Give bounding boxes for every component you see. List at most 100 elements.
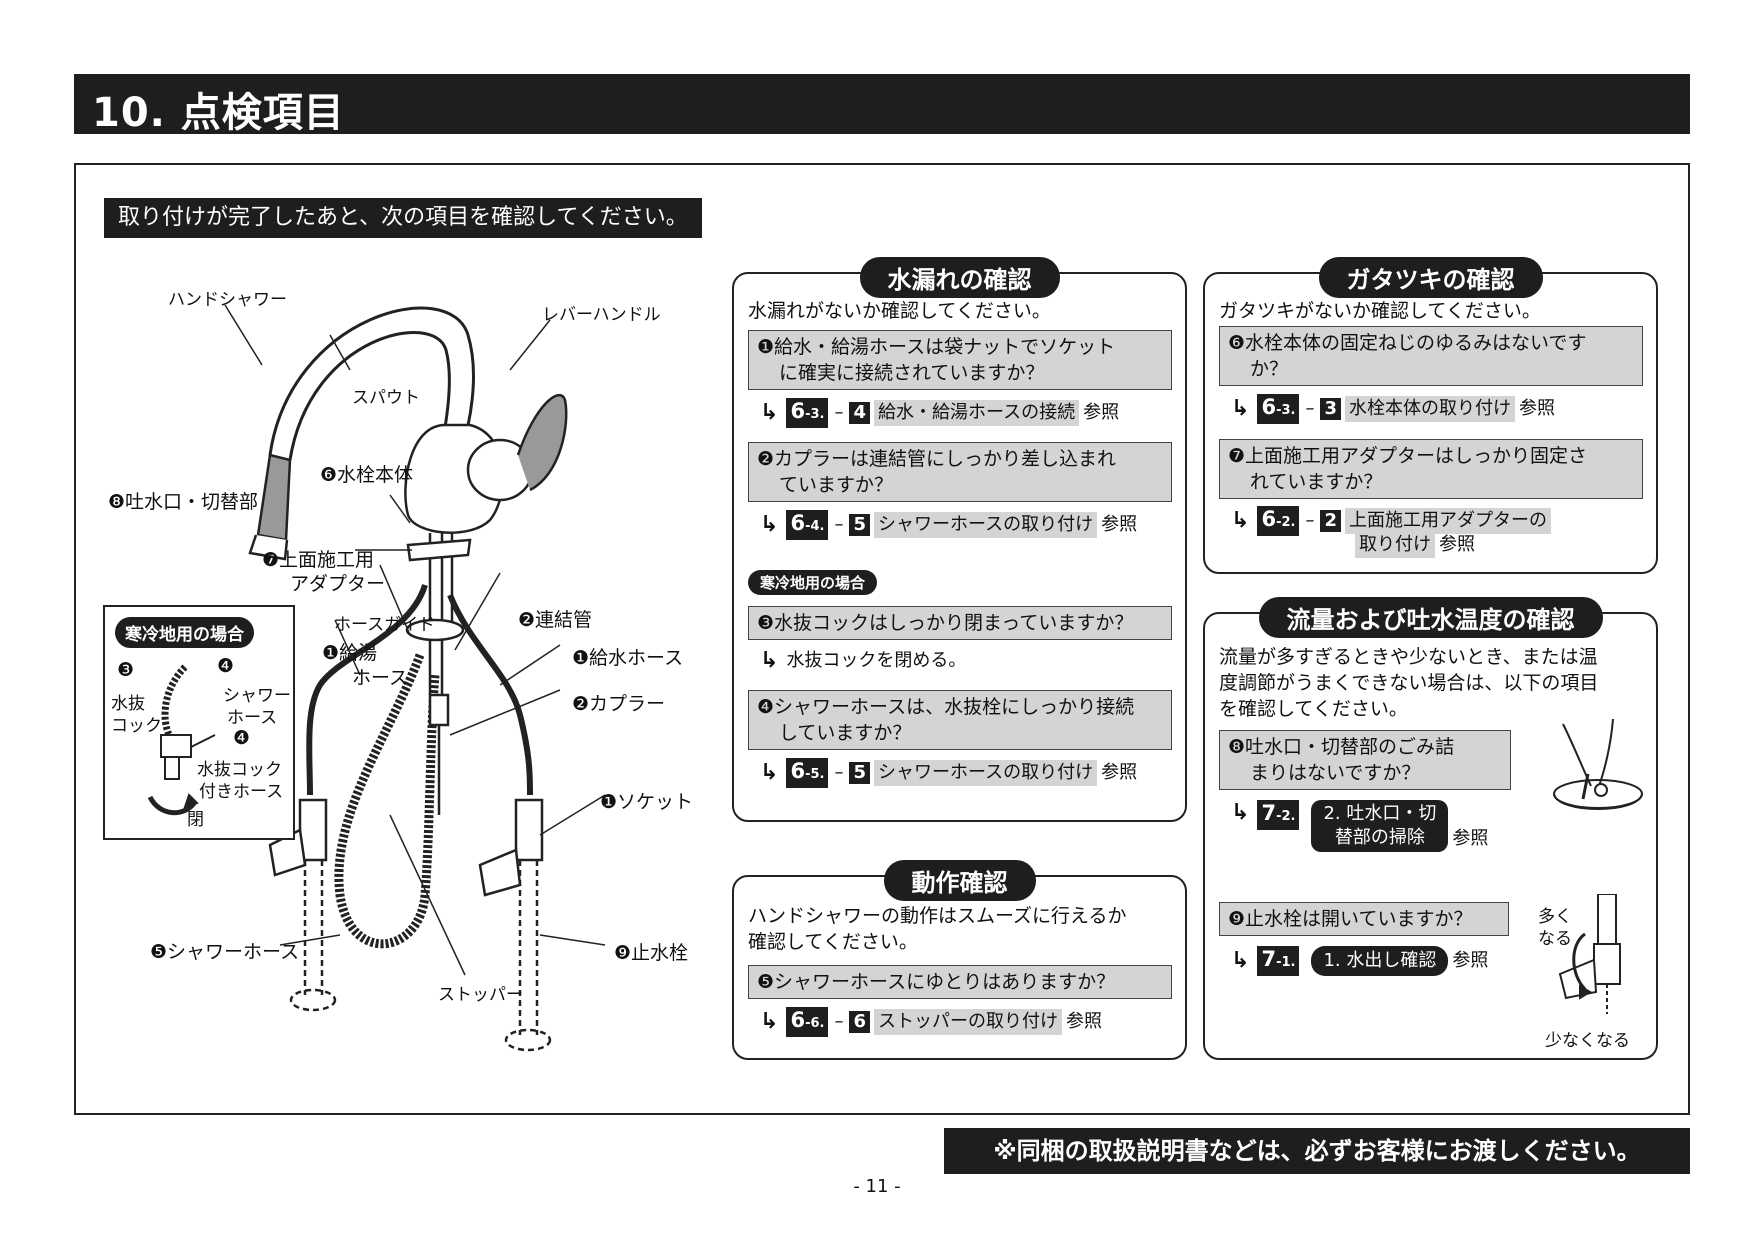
step-number-badge: 3 — [1320, 398, 1341, 420]
cold-region-box: 寒冷地用の場合 ❸ ❹ 水抜 コック シャワー ホース ❹ 水抜コック 付きホー… — [103, 605, 295, 840]
operation-intro-line2: 確認してください。 — [748, 931, 918, 953]
ref-arrow-icon: ↳ — [760, 760, 779, 785]
operation-intro-line1: ハンドシャワーの動作はスムーズに行えるか — [748, 905, 1127, 927]
ref-see: 参照 — [1065, 1011, 1102, 1032]
ref-text: 給水・給湯ホースの接続 — [873, 400, 1080, 426]
leak-ref-2: ↳ 6-4. – 5 シャワーホースの取り付け 参照 — [760, 510, 1137, 540]
ref-text: 上面施工用アダプターの — [1344, 508, 1551, 534]
section-badge: 7-1. — [1257, 946, 1300, 976]
cold-shower-hose-line1: シャワー — [223, 686, 291, 706]
rattle-check-panel: ガタツキの確認 ガタツキがないか確認してください。 ❻水栓本体の固定ねじのゆるみ… — [1203, 257, 1658, 574]
leak-question-4: ❹シャワーホースは、水抜栓にしっかり接続 していますか？ — [748, 690, 1172, 750]
stop-valve-illustration — [1558, 894, 1621, 1014]
section-badge: 6-2. — [1257, 506, 1300, 536]
label-hand-shower: ハンドシャワー — [168, 290, 287, 310]
rattle-intro: ガタツキがないか確認してください。 — [1219, 300, 1541, 322]
rattle-ref-7-line2: 取り付け 参照 — [1355, 532, 1475, 558]
step-number-badge: 5 — [849, 762, 870, 784]
rattle-check-title: ガタツキの確認 — [1318, 257, 1543, 298]
flow-question-8: ❽吐水口・切替部のごみ詰 まりはないですか？ — [1219, 730, 1511, 790]
ref-arrow-icon: ↳ — [760, 1009, 779, 1034]
cold-region-illustration — [147, 664, 216, 816]
cold-num-4a: ❹ — [217, 655, 235, 677]
ref-see: 参照 — [1101, 762, 1138, 783]
cold-cock-hose-line2: 付きホース — [199, 782, 284, 802]
label-lever-handle: レバーハンドル — [542, 305, 661, 325]
rattle-question-7: ❼上面施工用アダプターはしっかり固定さ れていますか？ — [1219, 439, 1643, 499]
section-badge: 6-5. — [786, 758, 829, 788]
label-hose-guide: ホースガイド — [334, 615, 436, 635]
rattle-question-6: ❻水栓本体の固定ねじのゆるみはないです か？ — [1219, 326, 1643, 386]
ref-see: 参照 — [1439, 534, 1475, 555]
flow-intro-line3: を確認してください。 — [1219, 698, 1408, 720]
cold-close-label: 閉 — [187, 810, 204, 830]
section-badge: 6-3. — [1257, 394, 1300, 424]
cold-cock-hose-line1: 水抜コック — [197, 760, 282, 780]
section-badge: 6-4. — [786, 510, 829, 540]
ref-arrow-icon: ↳ — [760, 400, 779, 425]
leak-ref-1: ↳ 6-3. – 4 給水・給湯ホースの接続 参照 — [760, 398, 1119, 428]
flow-more-line2: なる — [1538, 929, 1572, 949]
ref-see: 参照 — [1101, 514, 1138, 535]
ref-text: ストッパーの取り付け — [873, 1009, 1062, 1035]
ref-arrow-icon: ↳ — [1231, 800, 1250, 825]
faucet-illustration — [224, 304, 606, 1052]
ref-see: 参照 — [1452, 828, 1489, 849]
cold-num-3: ❸ — [117, 659, 135, 681]
flow-question-9: ❾止水栓は開いていますか？ — [1219, 902, 1509, 936]
leak-ref-4: ↳ 6-5. – 5 シャワーホースの取り付け 参照 — [760, 758, 1137, 788]
footer-notice: ※同梱の取扱説明書などは、必ずお客様にお渡しください。 — [944, 1128, 1690, 1174]
rattle-ref-6: ↳ 6-3. – 3 水栓本体の取り付け 参照 — [1231, 394, 1555, 424]
ref-text: シャワーホースの取り付け — [873, 512, 1098, 538]
flow-intro-line2: 度調節がうまくできない場合は、以下の項目 — [1219, 672, 1599, 694]
main-frame — [74, 163, 1690, 1115]
label-outlet: ❽吐水口・切替部 — [108, 491, 259, 513]
leak-intro: 水漏れがないか確認してください。 — [748, 300, 1051, 322]
leak-answer-3: ↳ 水抜コックを閉める。 — [760, 648, 967, 673]
operation-check-panel: 動作確認 ハンドシャワーの動作はスムーズに行えるか 確認してください。 ❺シャワ… — [732, 860, 1187, 1060]
label-adapter-line1: ❼上面施工用 — [262, 549, 375, 571]
rattle-ref-7: ↳ 6-2. – 2 上面施工用アダプターの — [1231, 506, 1551, 536]
cold-drain-cock-line2: コック — [111, 716, 162, 736]
flow-check-panel: 流量および吐水温度の確認 流量が多すぎるときや少ないとき、または温 度調節がうま… — [1203, 597, 1658, 1060]
label-connector-pipe: ❷連結管 — [518, 609, 593, 631]
ref-pill: 1. 水出し確認 — [1311, 946, 1449, 976]
label-hot-hose-line1: ❶給湯 — [322, 642, 378, 664]
label-spout: スパウト — [352, 388, 420, 408]
ref-arrow-icon: ↳ — [760, 512, 779, 537]
leak-check-title: 水漏れの確認 — [859, 257, 1060, 298]
leak-cold-badge: 寒冷地用の場合 — [748, 570, 878, 595]
operation-check-title: 動作確認 — [883, 860, 1036, 901]
ref-text: シャワーホースの取り付け — [873, 760, 1098, 786]
operation-ref-5: ↳ 6-6. – 6 ストッパーの取り付け 参照 — [760, 1007, 1102, 1037]
leak-question-2: ❷カプラーは連結管にしっかり差し込まれ ていますか？ — [748, 442, 1172, 502]
section-badge: 7-2. — [1257, 800, 1300, 830]
faucet-diagram: ハンドシャワー スパウト レバーハンドル ❻水栓本体 ❽吐水口・切替部 ❼上面施… — [90, 255, 730, 1080]
intro-label: 取り付けが完了したあと、次の項目を確認してください。 — [104, 198, 702, 238]
section-badge: 6-6. — [786, 1007, 829, 1037]
ref-see: 参照 — [1518, 398, 1555, 419]
label-water-hose: ❶給水ホース — [572, 647, 684, 669]
flow-ref-8: ↳ 7-2. 2. 吐水口・切 替部の掃除 参照 — [1231, 800, 1488, 852]
cold-num-4b: ❹ — [233, 727, 251, 749]
step-number-badge: 6 — [849, 1011, 870, 1033]
ref-see: 参照 — [1452, 950, 1489, 971]
step-number-badge: 4 — [849, 402, 870, 424]
flow-check-title: 流量および吐水温度の確認 — [1258, 597, 1603, 638]
ref-arrow-icon: ↳ — [1231, 508, 1250, 533]
ref-arrow-icon: ↳ — [760, 648, 779, 673]
page-number: - 11 - — [853, 1176, 901, 1197]
leak-question-3: ❸水抜コックはしっかり閉まっていますか？ — [748, 606, 1172, 640]
label-stop-valve: ❾止水栓 — [614, 942, 689, 964]
flow-intro-line1: 流量が多すぎるときや少ないとき、または温 — [1219, 646, 1598, 668]
cold-region-title: 寒冷地用の場合 — [115, 617, 254, 648]
ref-arrow-icon: ↳ — [1231, 396, 1250, 421]
ref-see: 参照 — [1083, 402, 1120, 423]
label-stopper: ストッパー — [438, 985, 523, 1005]
leak-check-panel: 水漏れの確認 水漏れがないか確認してください。 ❶給水・給湯ホースは袋ナットでソ… — [732, 257, 1187, 822]
flow-more-line1: 多く — [1538, 907, 1572, 927]
operation-question-5: ❺シャワーホースにゆとりはありますか？ — [748, 965, 1172, 999]
cold-shower-hose-line2: ホース — [227, 708, 278, 728]
page-title: 10. 点検項目 — [92, 90, 345, 136]
step-number-badge: 2 — [1320, 510, 1341, 532]
